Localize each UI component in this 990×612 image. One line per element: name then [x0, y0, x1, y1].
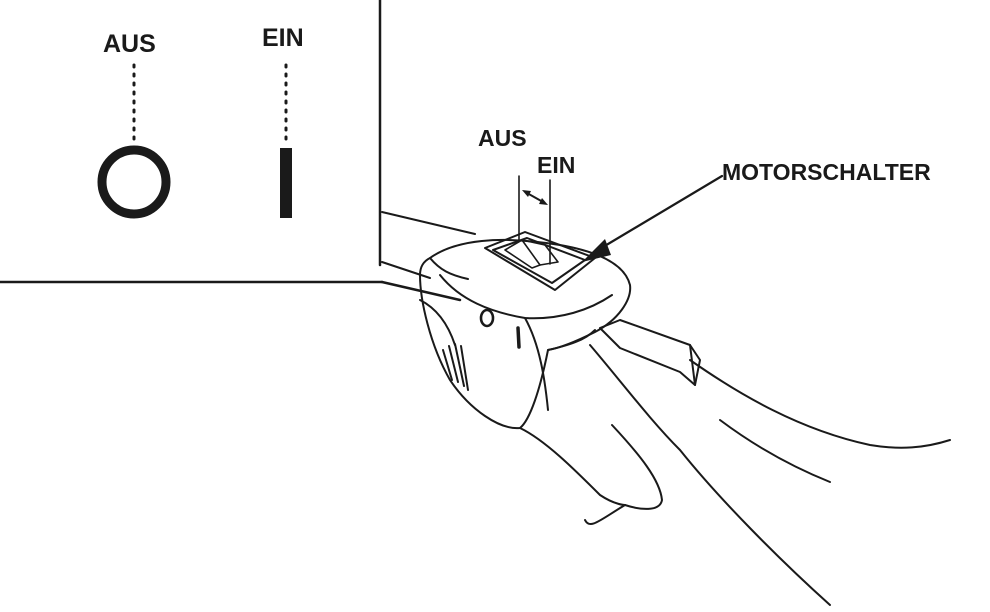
switch-on-label: EIN: [537, 152, 576, 178]
switch-off-label: AUS: [478, 125, 527, 151]
inset-frame: [0, 0, 462, 302]
shaft: [381, 211, 476, 279]
grip-ridge: [448, 345, 459, 383]
grip-ridge: [454, 343, 465, 387]
inset-on-label: EIN: [262, 24, 304, 52]
travel-arrow-head-right: [539, 198, 548, 205]
grip-ridge: [460, 345, 469, 391]
off-circle-symbol: [97, 145, 171, 219]
travel-arrow-head-left: [522, 190, 531, 197]
grip-ridge: [442, 349, 453, 381]
housing-off-symbol: [479, 308, 495, 328]
rocker-switch: [484, 231, 596, 291]
motorschalter-label: MOTORSCHALTER: [722, 159, 931, 185]
on-bar-symbol: [280, 148, 292, 218]
switch-callouts: [518, 174, 724, 265]
travel-arrow: [526, 192, 544, 203]
housing-markings: [479, 308, 521, 349]
handle-grip: [584, 344, 951, 606]
motorschalter-leader: [596, 174, 724, 252]
housing-on-symbol: [516, 326, 521, 349]
switch-housing: [419, 238, 632, 506]
inset-symbols: [97, 63, 292, 219]
motorschalter-arrowhead: [582, 239, 611, 262]
throttle-lever: [599, 319, 701, 386]
inset-off-label: AUS: [103, 30, 156, 58]
